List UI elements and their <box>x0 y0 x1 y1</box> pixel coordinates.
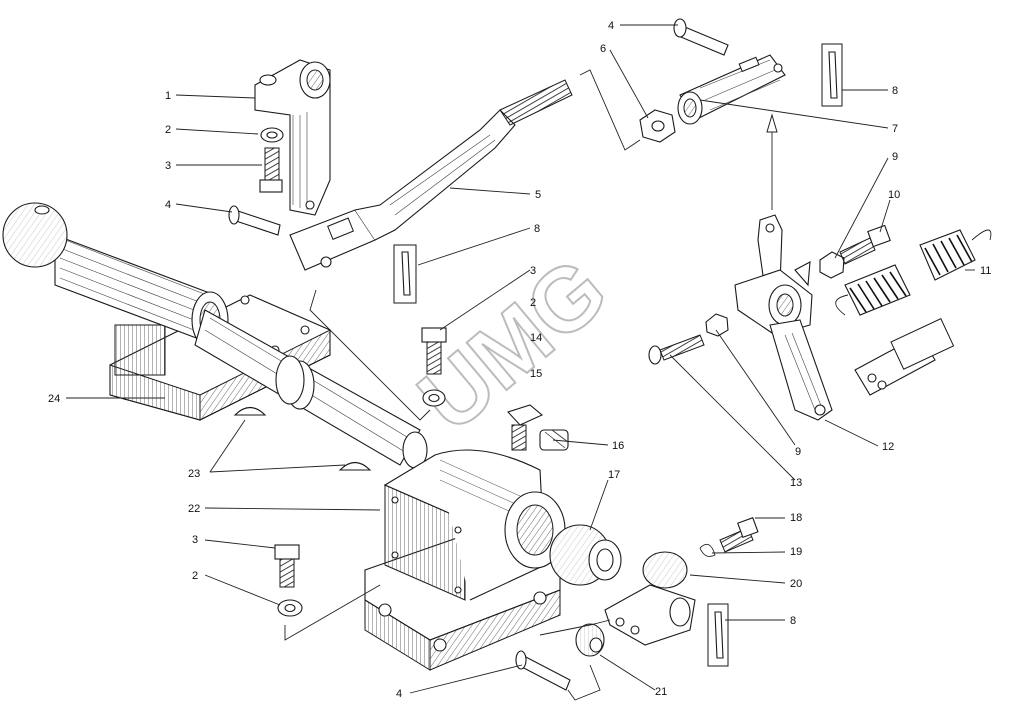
part-2-washer-bottom-hole <box>284 603 296 613</box>
label-15: 15 <box>530 368 542 380</box>
part-3-bolt-center <box>421 327 447 375</box>
part-2-washer-center-hole <box>428 393 440 403</box>
label-21: 21 <box>655 686 667 698</box>
label-14: 14 <box>530 332 542 344</box>
label-4: 4 <box>165 199 171 211</box>
part-21-bushing <box>575 623 605 657</box>
part-23-keys <box>233 406 372 471</box>
label-8: 8 <box>892 85 898 97</box>
part-20-ball-clevis <box>604 551 696 646</box>
part-17-ball-joint <box>549 524 622 586</box>
label-3: 3 <box>530 265 536 277</box>
label-3: 3 <box>192 534 198 546</box>
part-4-pin <box>228 205 281 236</box>
label-13: 13 <box>790 477 802 489</box>
label-2: 2 <box>192 570 198 582</box>
part-19-spring-washer <box>699 543 716 557</box>
part-2-washer-hole <box>266 131 278 139</box>
part-9-nut-top <box>819 251 845 279</box>
part-4-pin-top <box>673 18 729 56</box>
part-3-bolt <box>259 147 283 193</box>
label-10: 10 <box>888 189 900 201</box>
label-2: 2 <box>165 124 171 136</box>
part-6-nut-hole <box>651 120 665 132</box>
part-5-rod <box>289 79 573 271</box>
label-16: 16 <box>612 440 624 452</box>
part-13-bolt <box>648 334 705 365</box>
label-3: 3 <box>165 160 171 172</box>
part-9-nut-center <box>705 313 729 337</box>
part-3-bolt-bottom <box>274 544 300 588</box>
label-1: 1 <box>165 90 171 102</box>
label-20: 20 <box>790 578 802 590</box>
part-8-cotter-pin-left <box>393 244 417 304</box>
label-22: 22 <box>188 503 200 515</box>
part-8-cotter-pin-bottom <box>707 603 729 667</box>
label-4: 4 <box>396 688 402 700</box>
part-clevis-right <box>854 318 955 396</box>
part-15-plug <box>507 404 544 451</box>
label-17: 17 <box>608 469 620 481</box>
label-23: 23 <box>188 468 200 480</box>
part-24-slide-handle <box>2 202 428 469</box>
direction-arrow <box>766 113 778 210</box>
label-6: 6 <box>600 43 606 55</box>
part-12-lever <box>734 214 833 421</box>
label-7: 7 <box>892 123 898 135</box>
part-22-housing <box>364 449 566 671</box>
part-4-pin-bottom <box>515 650 571 691</box>
assembly-guide-lines <box>284 69 641 701</box>
label-11: 11 <box>980 265 991 277</box>
label-4: 4 <box>608 20 614 32</box>
part-11-spring-right <box>919 229 992 281</box>
label-8: 8 <box>534 223 540 235</box>
label-18: 18 <box>790 512 802 524</box>
label-9: 9 <box>795 446 801 458</box>
label-19: 19 <box>790 546 802 558</box>
part-labels: 1 2 3 4 5 8 3 2 14 15 16 4 6 8 7 9 10 11… <box>48 20 991 700</box>
leader-lines <box>66 24 975 694</box>
part-7-clevis <box>677 54 786 125</box>
part-18-bolt <box>719 517 759 553</box>
part-1-lever <box>254 59 331 216</box>
label-8: 8 <box>790 615 796 627</box>
label-12: 12 <box>882 441 894 453</box>
label-5: 5 <box>535 189 541 201</box>
part-11-spring-left <box>835 264 911 316</box>
part-8-cotter-pin-top <box>821 43 843 107</box>
label-2: 2 <box>530 297 536 309</box>
part-10-bolt <box>839 224 891 265</box>
label-9: 9 <box>892 151 898 163</box>
label-24: 24 <box>48 393 60 405</box>
